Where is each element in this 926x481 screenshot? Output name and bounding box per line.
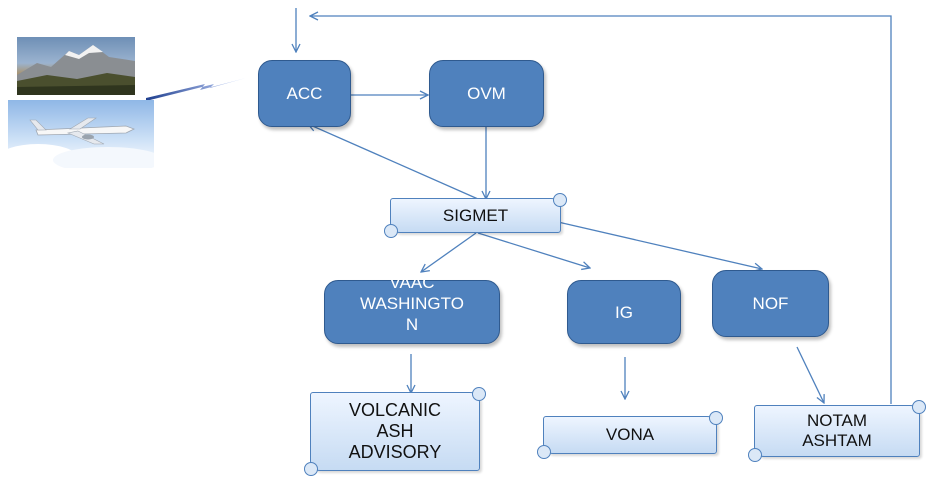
ovm-node: OVM xyxy=(429,60,544,127)
arrow-sigmet-to-acc xyxy=(308,124,479,200)
advisory-label-line3: ADVISORY xyxy=(348,442,442,462)
arrow-nof-to-notam xyxy=(796,346,824,403)
arrow-sigmet-to-nof xyxy=(557,221,762,269)
ovm-label: OVM xyxy=(467,84,506,103)
vona-label: VONA xyxy=(605,425,655,444)
lightning-link-icon xyxy=(146,78,246,101)
volcanic-ash-advisory-scroll: VOLCANIC ASH ADVISORY xyxy=(304,387,486,476)
nof-label: NOF xyxy=(752,294,789,313)
notam-label-line2: ASHTAM xyxy=(802,431,872,450)
vaac-washington-node: VAAC WASHINGTO N xyxy=(324,273,500,344)
acc-label: ACC xyxy=(286,84,323,103)
sigmet-scroll: SIGMET xyxy=(384,193,567,238)
nof-node: NOF xyxy=(712,270,829,337)
arrow-notam-feedback-to-top xyxy=(310,16,892,404)
ig-label: IG xyxy=(615,302,633,322)
vaac-label-line2: WASHINGTO xyxy=(360,293,464,313)
notam-label-line1: NOTAM xyxy=(806,411,868,430)
vona-scroll: VONA xyxy=(537,411,723,459)
advisory-label-line1: VOLCANIC xyxy=(348,400,442,420)
vaac-label-line1: VAAC xyxy=(389,272,435,292)
sigmet-label: SIGMET xyxy=(442,205,509,225)
arrow-sigmet-to-vaac xyxy=(421,232,477,272)
airplane-in-clouds-photo xyxy=(8,100,154,168)
vaac-label-line3: N xyxy=(405,314,419,334)
advisory-label-line2: ASH xyxy=(376,421,414,441)
notam-ashtam-scroll: NOTAM ASHTAM xyxy=(748,400,926,462)
arrow-sigmet-to-ig xyxy=(477,232,590,268)
volcano-mountain-photo xyxy=(17,37,135,95)
ig-node: IG xyxy=(567,280,681,344)
acc-node: ACC xyxy=(258,60,351,127)
